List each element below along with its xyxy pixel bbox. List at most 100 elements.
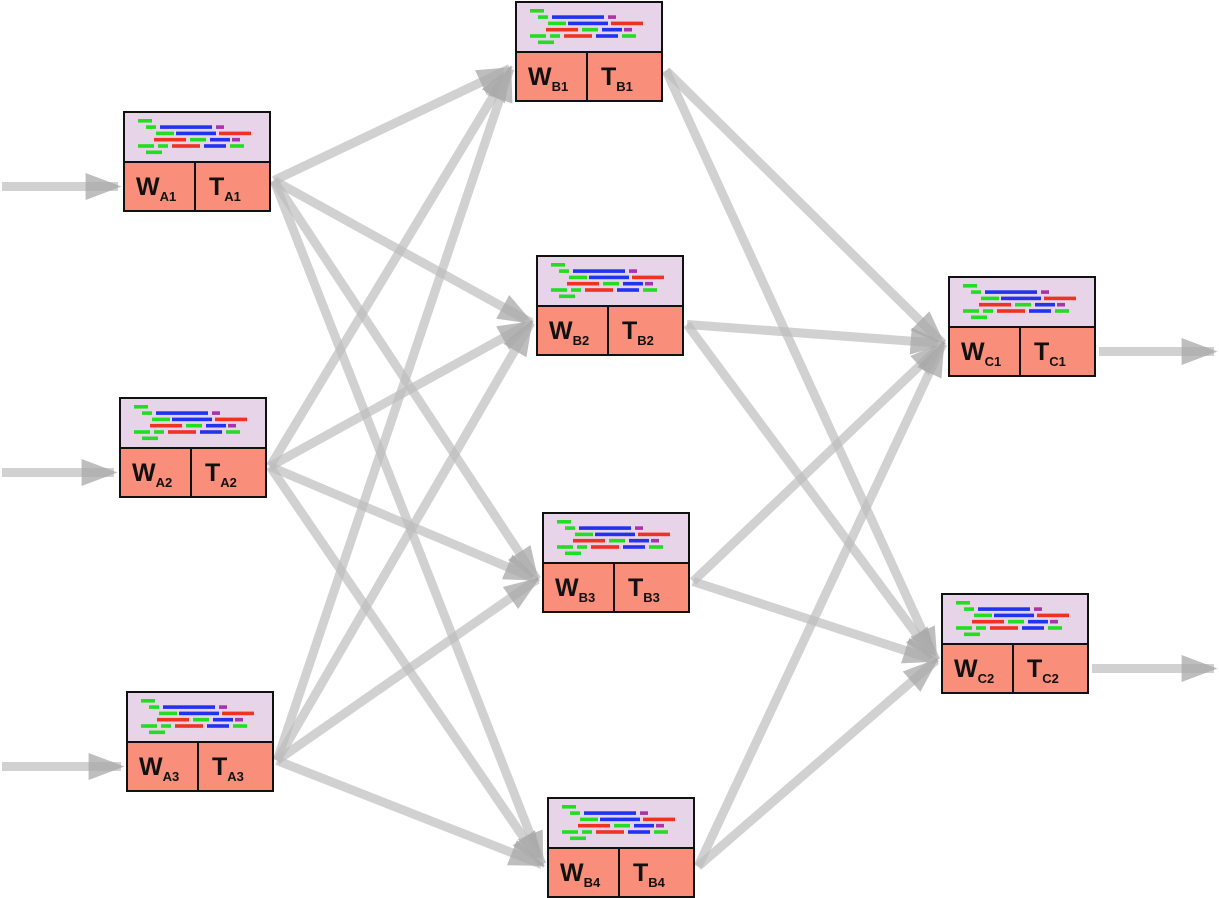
t-subscript: B1 — [616, 79, 633, 94]
t-symbol: T — [1027, 655, 1042, 683]
t-label-a2: TA2 — [205, 459, 237, 490]
w-cell-a2 — [119, 447, 192, 498]
w-label-b1: WB1 — [528, 63, 568, 94]
w-subscript: B1 — [552, 79, 569, 94]
code-line-bar — [562, 830, 578, 834]
node-c2: WC2 TC2 — [941, 593, 1089, 694]
code-line-bar — [600, 817, 640, 822]
code-line-bar — [530, 34, 546, 38]
code-line-bar — [983, 309, 993, 313]
code-line-bar — [1008, 619, 1024, 624]
connection-a3-to-b4 — [275, 756, 546, 869]
connection-a2-to-b1 — [266, 65, 514, 469]
code-line-bar — [643, 817, 675, 822]
w-cell-a3 — [126, 741, 199, 792]
code-line-bar — [551, 288, 567, 292]
code-line-bar — [1001, 296, 1041, 301]
code-line-bar — [628, 830, 650, 834]
t-subscript: C1 — [1049, 354, 1066, 369]
code-line-bar — [134, 405, 148, 409]
w-cell-c2 — [941, 643, 1014, 694]
w-subscript: A3 — [163, 769, 180, 784]
code-snippet-a1 — [123, 111, 271, 163]
code-line-bar — [609, 538, 625, 543]
code-line-bar — [551, 263, 565, 267]
code-line-bar — [567, 281, 599, 286]
code-line-bar — [222, 711, 254, 716]
code-line-bar — [142, 436, 158, 441]
w-symbol: W — [549, 317, 573, 345]
code-snippet-a3 — [126, 691, 274, 743]
code-line-bar — [1048, 626, 1062, 630]
t-subscript: B3 — [643, 590, 660, 605]
w-symbol: W — [555, 574, 579, 602]
code-line-bar — [159, 711, 177, 716]
code-snippet-b4 — [547, 797, 695, 849]
code-line-bar — [219, 131, 251, 136]
t-subscript: A1 — [224, 189, 241, 204]
code-line-bar — [617, 288, 639, 292]
code-line-bar — [564, 34, 592, 38]
code-line-bar — [994, 613, 1034, 618]
code-line-bar — [629, 538, 649, 543]
code-line-bar — [226, 430, 240, 434]
code-line-bar — [638, 532, 670, 537]
code-line-bar — [550, 34, 560, 38]
code-line-bar — [608, 15, 616, 19]
t-cell-a1 — [194, 161, 271, 212]
t-cell-a3 — [197, 741, 274, 792]
code-line-bar — [591, 545, 619, 549]
code-line-bar — [569, 275, 587, 280]
w-label-a2: WA2 — [132, 459, 172, 490]
code-line-bar — [179, 711, 219, 716]
code-line-bar — [956, 626, 972, 630]
code-line-bar — [228, 423, 236, 428]
connection-b2-to-c2 — [683, 321, 940, 664]
code-line-bar — [623, 545, 645, 549]
w-label-a3: WA3 — [139, 753, 179, 784]
connection-a3-to-b3 — [274, 575, 540, 765]
t-cell-b3 — [613, 562, 690, 613]
code-line-bar — [152, 417, 170, 422]
w-symbol: W — [954, 655, 978, 683]
w-subscript: C1 — [985, 354, 1002, 369]
code-line-bar — [546, 27, 578, 32]
code-line-bar — [1055, 309, 1069, 313]
code-line-bar — [160, 125, 212, 129]
code-line-bar — [596, 34, 618, 38]
code-line-bar — [538, 15, 548, 19]
code-line-bar — [573, 269, 625, 273]
code-line-bar — [971, 315, 987, 320]
code-line-bar — [172, 144, 200, 148]
code-line-bar — [656, 823, 664, 828]
code-line-bar — [232, 137, 240, 142]
code-line-bar — [141, 724, 157, 728]
code-line-bar — [216, 125, 224, 129]
t-label-c2: TC2 — [1027, 655, 1059, 686]
code-line-bar — [150, 423, 182, 428]
w-symbol: W — [136, 173, 160, 201]
w-subscript: A2 — [156, 475, 173, 490]
t-label-c1: TC1 — [1034, 338, 1066, 369]
code-line-bar — [176, 131, 216, 136]
t-symbol: T — [212, 753, 227, 781]
connection-b4-to-c1 — [693, 340, 948, 869]
w-subscript: C2 — [978, 671, 995, 686]
w-label-a1: WA1 — [136, 173, 176, 204]
connection-a1-to-b1 — [272, 64, 514, 185]
w-label-b3: WB3 — [555, 574, 595, 605]
code-line-bar — [603, 281, 619, 286]
t-symbol: T — [601, 63, 616, 91]
code-line-bar — [596, 830, 624, 834]
t-symbol: T — [633, 859, 648, 887]
code-line-bar — [149, 730, 165, 735]
code-line-bar — [557, 520, 571, 524]
w-cell-c1 — [948, 326, 1021, 377]
code-line-bar — [206, 423, 226, 428]
code-line-bar — [1050, 619, 1058, 624]
t-symbol: T — [622, 317, 637, 345]
code-line-bar — [972, 619, 1004, 624]
